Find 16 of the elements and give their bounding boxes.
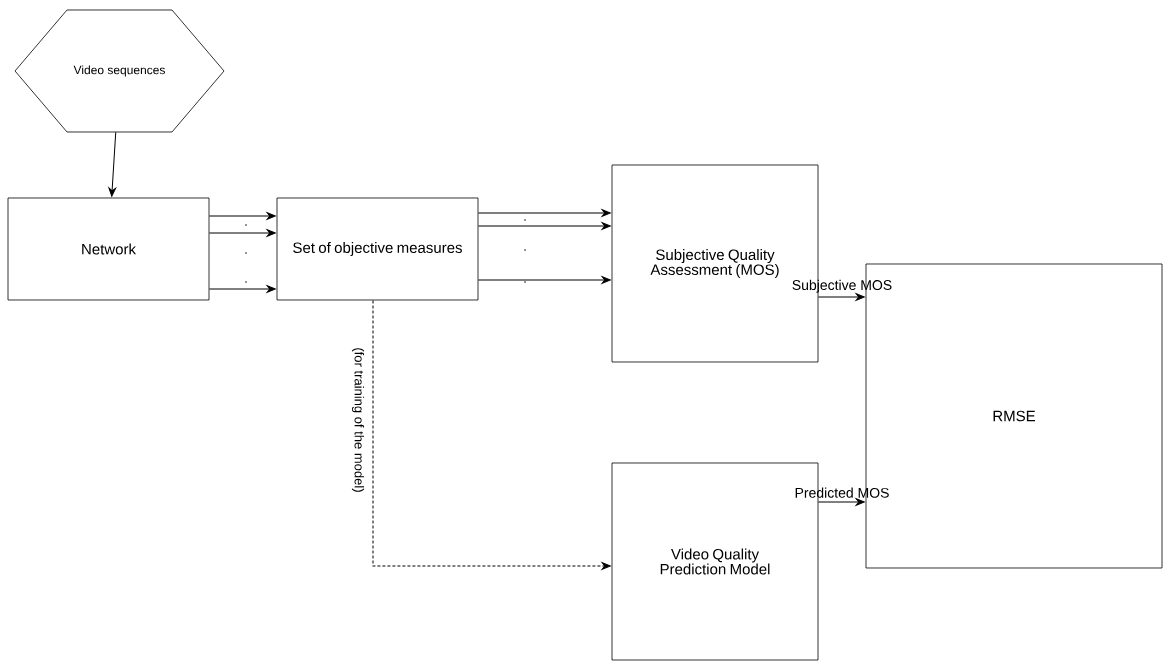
arrow bbox=[108, 131, 117, 197]
arrow bbox=[208, 229, 276, 237]
arrow bbox=[208, 212, 276, 220]
edge-label: Predicted MOS bbox=[795, 487, 889, 498]
edge-label: (for training of the model) bbox=[351, 348, 365, 492]
arrow bbox=[372, 299, 611, 570]
arrow bbox=[477, 222, 611, 230]
arrow bbox=[477, 209, 611, 217]
process-box: Set of objective measures bbox=[276, 197, 479, 301]
hexagon: Video sequences bbox=[14, 9, 225, 133]
process-box: Network bbox=[7, 197, 210, 301]
edge-label: Subjective MOS bbox=[792, 279, 892, 293]
arrow bbox=[817, 498, 865, 506]
arrow bbox=[208, 285, 276, 293]
arrow bbox=[477, 276, 611, 284]
arrow bbox=[817, 293, 865, 301]
